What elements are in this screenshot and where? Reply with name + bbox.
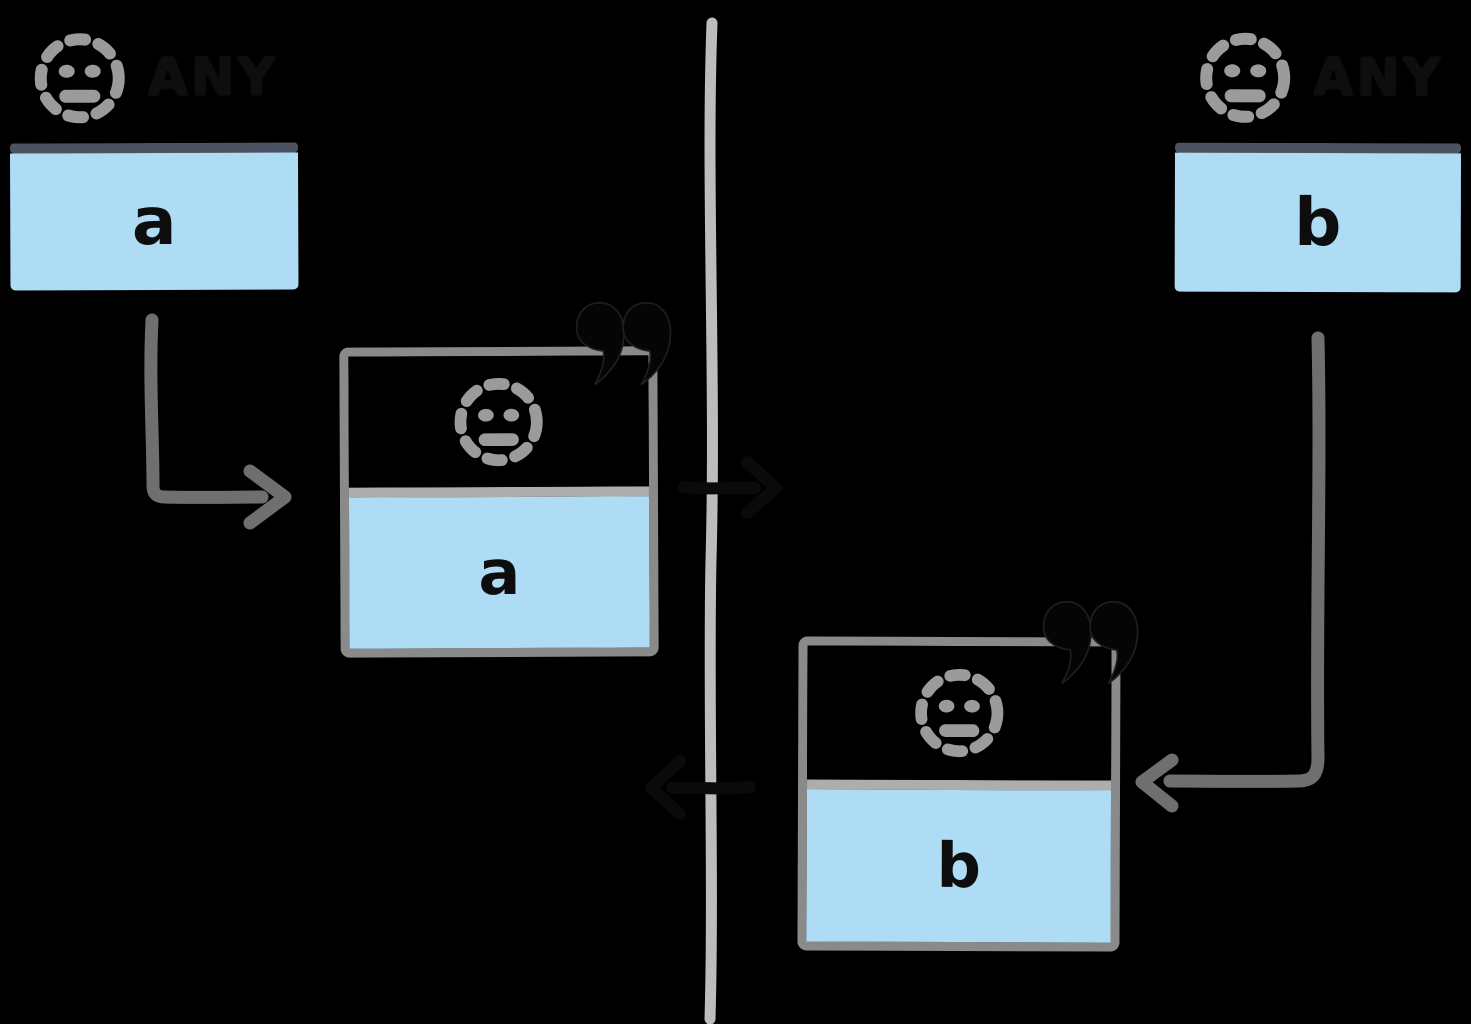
card-instance-a: a — [339, 346, 659, 658]
double-quote-annotation — [575, 301, 672, 386]
arrow-instance-b-across-divider — [645, 755, 756, 820]
card-value-label: b — [1294, 183, 1342, 261]
arrow-instance-a-across-divider — [678, 456, 782, 519]
lane-divider-line — [704, 17, 718, 1024]
arrow-source-a-to-instance-a — [144, 313, 292, 530]
smiley-face-icon — [454, 377, 543, 466]
card-source-a: ANY a — [9, 11, 299, 291]
card-value-label: a — [131, 182, 177, 260]
card-instance-a-body: a — [348, 496, 650, 649]
card-source-b: ANY b — [1174, 11, 1462, 293]
smiley-face-icon — [34, 32, 125, 123]
card-source-a-header: ANY — [9, 11, 298, 144]
card-source-b-header: ANY — [1175, 11, 1462, 144]
arrow-source-b-to-instance-b — [1135, 331, 1326, 813]
card-instance-b-header — [807, 645, 1112, 781]
card-instance-b-body: b — [806, 789, 1112, 943]
any-badge: ANY — [1313, 47, 1444, 108]
double-quote-annotation — [1042, 600, 1139, 685]
card-instance-a-header — [348, 355, 649, 488]
any-badge: ANY — [147, 47, 279, 108]
card-source-b-body: b — [1174, 152, 1461, 293]
card-value-label: a — [478, 535, 521, 609]
card-source-a-body: a — [10, 152, 299, 291]
card-value-label: b — [936, 828, 982, 903]
smiley-face-icon — [915, 668, 1004, 758]
smiley-face-icon — [1200, 32, 1291, 123]
card-instance-b: b — [797, 636, 1121, 952]
